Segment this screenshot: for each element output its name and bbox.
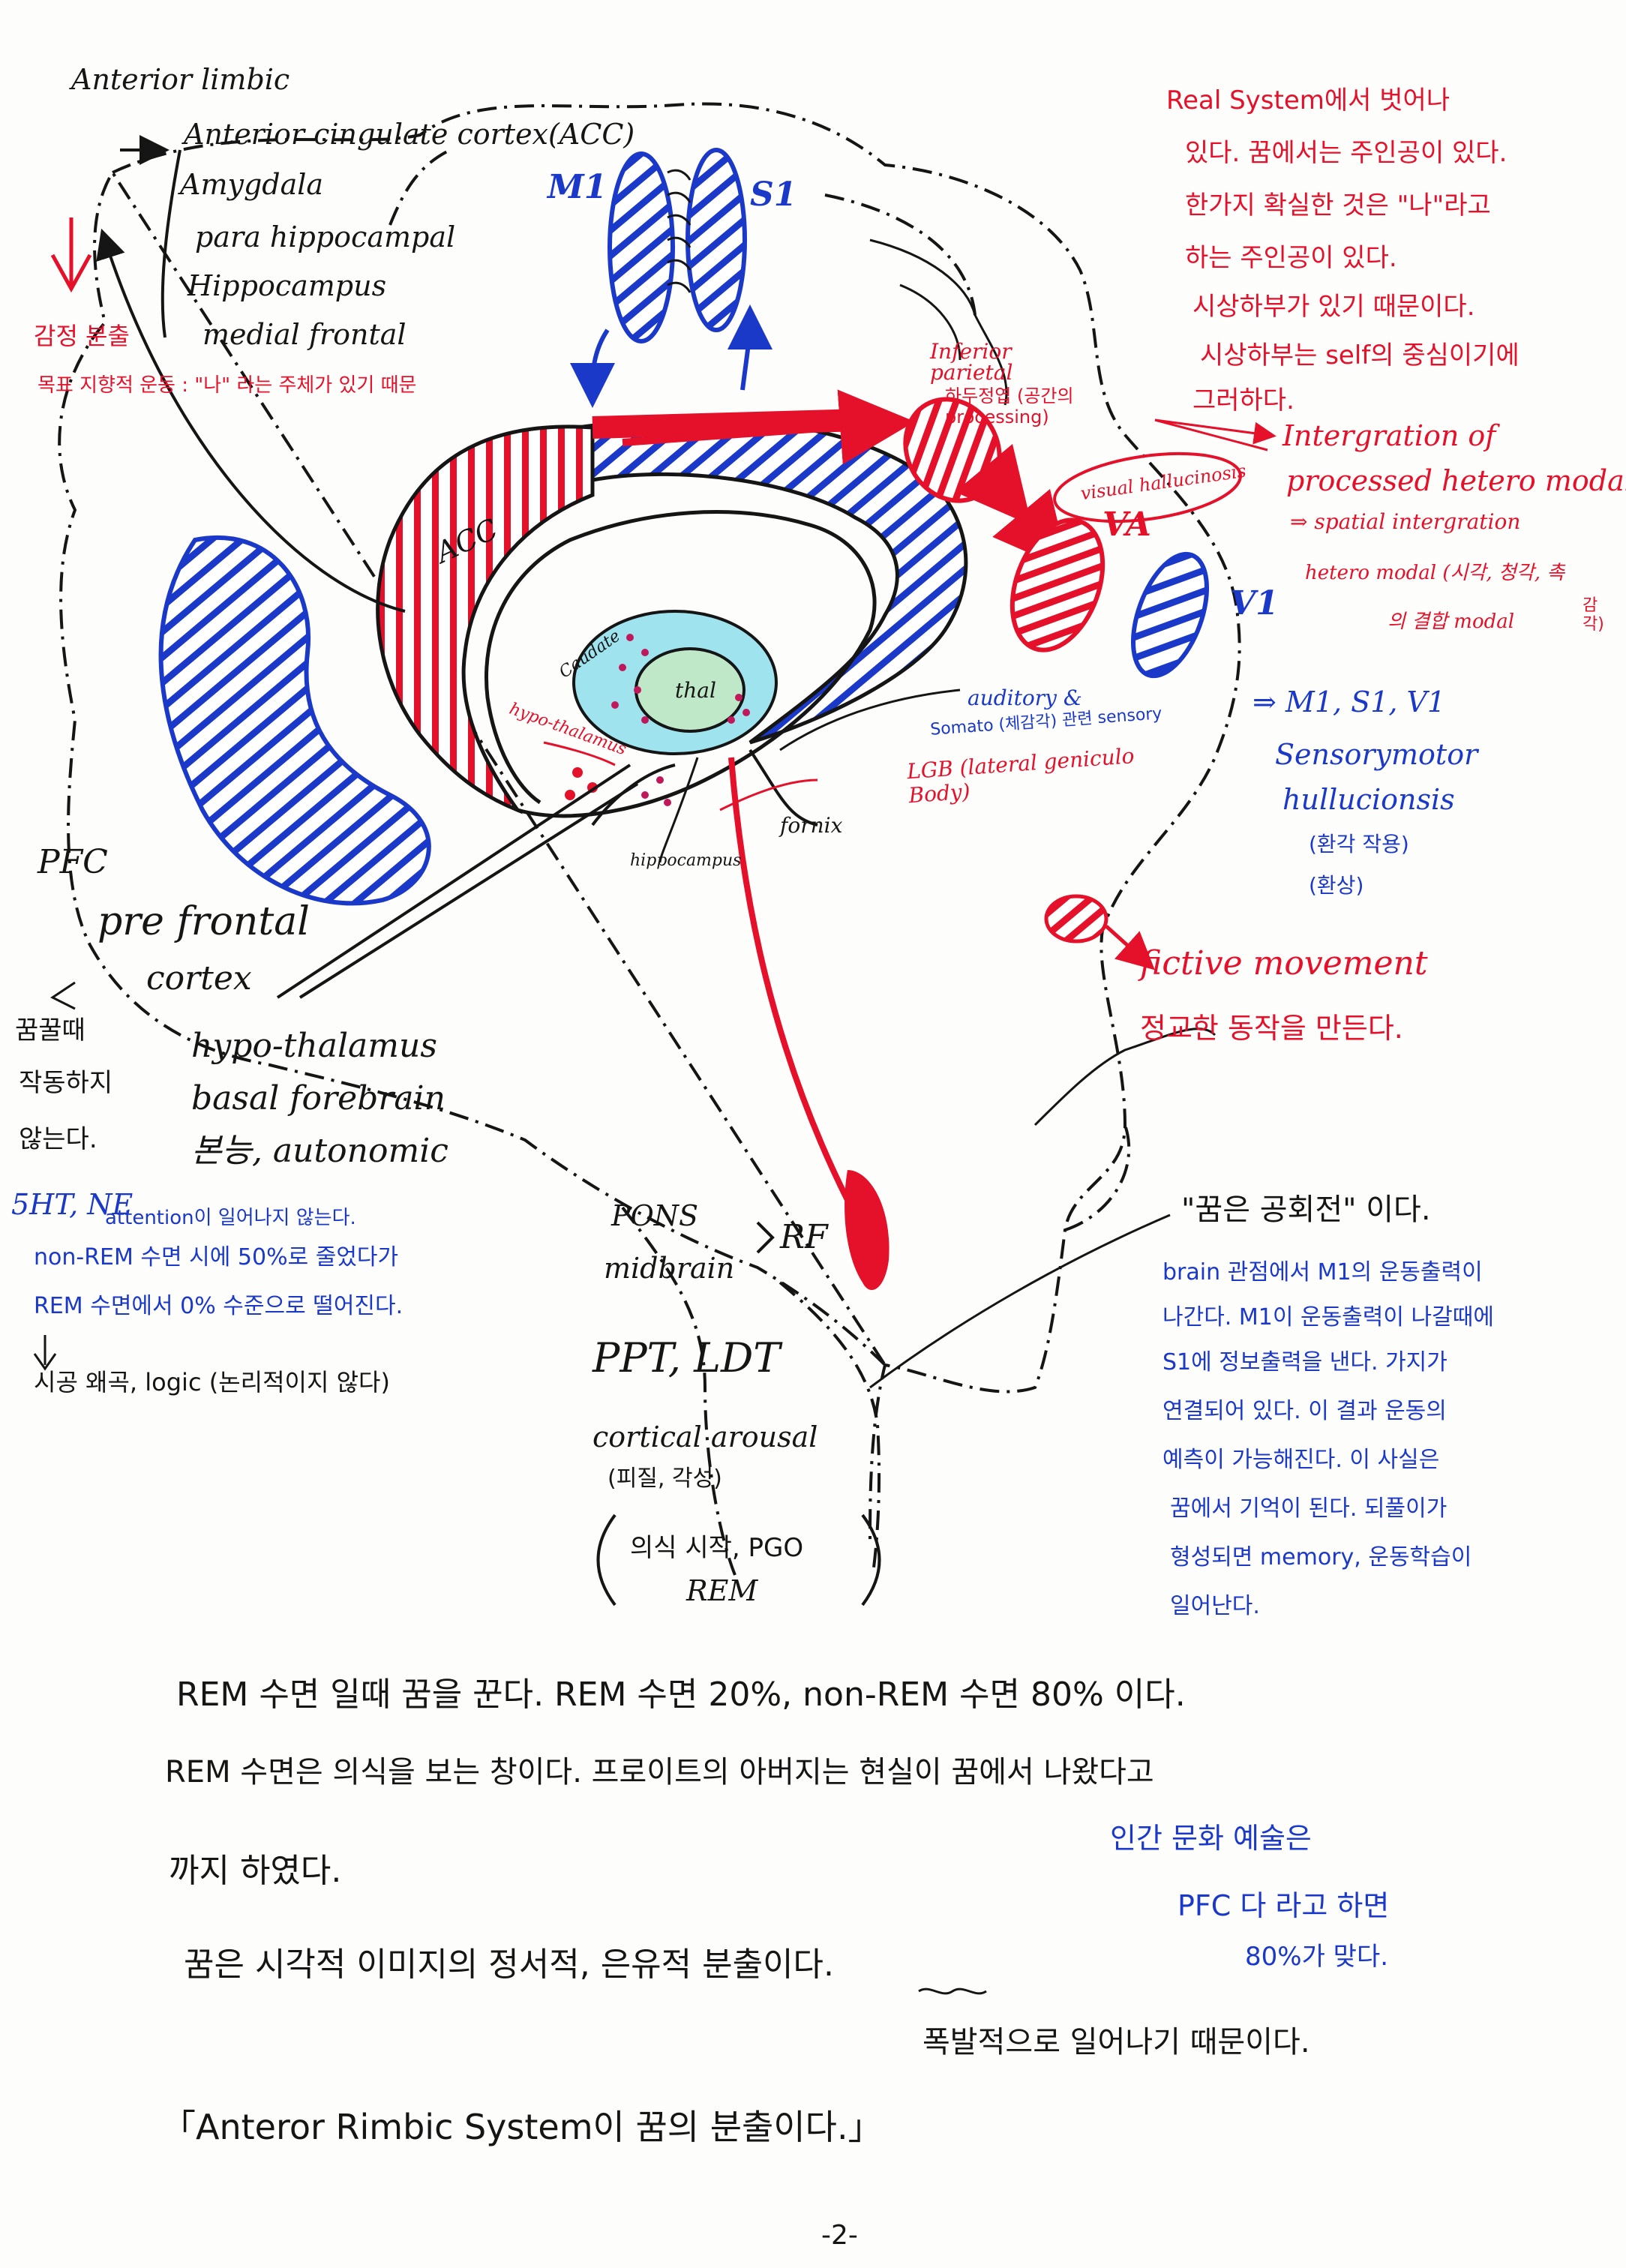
- va-region: [1010, 518, 1106, 652]
- m1-label: M1: [548, 168, 608, 206]
- note-line: 있다. 꿈에서는 주인공이 있다.: [1185, 138, 1508, 168]
- bottom-line-5: 폭발적으로 일어나기 때문이다.: [922, 2025, 1310, 2060]
- down-red-arrow: [50, 218, 92, 293]
- pfc-note: 않는다.: [19, 1124, 98, 1154]
- fictive-ellipse: [1044, 894, 1108, 944]
- note-line: 꿈에서 기억이 된다. 되풀이가: [1170, 1496, 1448, 1522]
- note-line: 그러하다.: [1192, 386, 1294, 416]
- pons-label: PONS: [611, 1199, 699, 1232]
- s1-strip: [686, 148, 747, 332]
- integration-line-4: hetero modal (시각, 청각, 촉: [1305, 562, 1565, 584]
- fornix-label: fornix: [780, 813, 843, 838]
- m1-arrow: [570, 328, 616, 408]
- brain-outline: [58, 102, 1241, 1546]
- hypothalamus-label: hypo-thalamus: [191, 1027, 437, 1065]
- m1-strip: [608, 152, 675, 344]
- note-line: 형성되면 memory, 운동학습이: [1170, 1544, 1472, 1570]
- integration-tail: 감각): [1582, 596, 1604, 634]
- pfc-note: 꿈꿀때: [15, 1016, 86, 1046]
- culture-note-1: 인간 문화 예술은: [1110, 1822, 1312, 1855]
- limbic-bracket: [160, 149, 182, 338]
- note-line: 예측이 가능해진다. 이 사실은: [1162, 1447, 1440, 1473]
- cerebellum-outline: [1064, 1124, 1131, 1232]
- note-line: 일어난다.: [1170, 1593, 1260, 1619]
- rem-label: REM: [686, 1574, 758, 1607]
- pfc-abbr: PFC: [38, 843, 108, 881]
- note-line: 연결되어 있다. 이 결과 운동의: [1162, 1398, 1447, 1424]
- limbic-item: medial frontal: [202, 318, 406, 351]
- acc-to-parietal-arrow: [622, 389, 915, 465]
- ppt-ldt-label: PPT, LDT: [592, 1334, 781, 1382]
- thal-label: thal: [675, 678, 716, 703]
- fictive-movement-note: 정교한 동작을 만든다.: [1140, 1012, 1403, 1045]
- rf-label: RF: [780, 1218, 828, 1256]
- limbic-item: para hippocampal: [195, 220, 456, 254]
- rf-pathway: [728, 757, 850, 1202]
- note-line: 나간다. M1이 운동출력이 나갈때에: [1162, 1304, 1494, 1330]
- pgo-label: 의식 시작, PGO: [630, 1533, 804, 1563]
- bottom-line-4: 꿈은 시각적 이미지의 정서적, 은유적 분출이다.: [184, 1946, 835, 1984]
- sensory-line-1: ⇒ M1, S1, V1: [1252, 686, 1446, 718]
- integration-line-5: 의 결합 modal: [1388, 610, 1515, 633]
- pfc-region: [158, 535, 431, 906]
- serotonin-title: 5HT, NE: [11, 1188, 134, 1221]
- serotonin-note-3: REM 수면에서 0% 수준으로 떨어진다.: [34, 1293, 404, 1319]
- visual-hallucination-outline: [1053, 452, 1242, 524]
- hippocampus-small-label: hippocampus: [630, 851, 742, 870]
- closing-quote: 「Anteror Rimbic System이 꿈의 분출이다.」: [161, 2107, 883, 2147]
- inferior-parietal-kr: 하두정엽 (공간의 processing): [945, 386, 1074, 428]
- serotonin-note-1: attention이 일어나지 않는다.: [105, 1207, 356, 1229]
- acc-red-band: [376, 424, 595, 814]
- s1-label: S1: [750, 176, 797, 214]
- limbic-item: Amygdala: [180, 168, 324, 201]
- v1-region: [1130, 551, 1210, 679]
- prefrontal-label: pre frontal: [98, 899, 310, 944]
- sensory-line-3: hullucionsis: [1282, 783, 1455, 816]
- serotonin-note-2: non-REM 수면 시에 50%로 줄었다가: [34, 1244, 399, 1270]
- emotion-label: 감정 분출: [34, 322, 130, 350]
- note-line: 시상하부가 있기 때문이다.: [1192, 292, 1475, 322]
- note-line: brain 관점에서 M1의 운동출력이: [1162, 1259, 1483, 1286]
- rf-nucleus: [844, 1170, 890, 1290]
- note-line: Real System에서 벗어나: [1166, 86, 1450, 116]
- goal-directed-note: 목표 지향적 운동 : "나" 라는 주체가 있기 때문: [38, 374, 417, 397]
- limbic-item: Anterior cingulate cortex(ACC): [184, 118, 635, 151]
- arousal-kr-label: (피질, 각성): [608, 1466, 722, 1492]
- v1-label: V1: [1230, 584, 1279, 622]
- pfc-note: 작동하지: [19, 1068, 113, 1098]
- sensory-line-5: (환상): [1309, 873, 1364, 898]
- integration-line-1: Intergration of: [1282, 419, 1496, 452]
- autonomic-label: 본능, autonomic: [191, 1132, 448, 1170]
- serotonin-note-4: 시공 왜곡, logic (논리적이지 않다): [34, 1368, 390, 1396]
- va-label: VA: [1102, 506, 1151, 544]
- page-number: -2-: [821, 2220, 858, 2251]
- note-line: S1에 정보출력을 낸다. 가지가: [1162, 1349, 1448, 1376]
- cortical-arousal-label: cortical arousal: [592, 1420, 818, 1454]
- brainstem-outline: [621, 1206, 881, 1576]
- sensory-line-2: Sensorymotor: [1275, 738, 1478, 771]
- integration-line-3: ⇒ spatial intergration: [1290, 509, 1521, 534]
- midbrain-label: midbrain: [604, 1252, 735, 1285]
- s1-arrow: [727, 304, 772, 391]
- anterior-limbic-heading: Anterior limbic: [71, 63, 290, 96]
- bottom-line-3: 까지 하였다.: [169, 1852, 342, 1890]
- culture-note-2: PFC 다 라고 하면: [1178, 1889, 1390, 1922]
- note-line: 하는 주인공이 있다.: [1185, 243, 1397, 273]
- sensory-line-4: (환각 작용): [1309, 832, 1409, 856]
- fictive-movement-label: fictive movement: [1140, 944, 1428, 982]
- limbic-item: Hippocampus: [188, 269, 387, 302]
- cortex-label: cortex: [146, 959, 252, 998]
- dream-note-title: "꿈은 공회전" 이다.: [1181, 1192, 1431, 1227]
- auditory-label: auditory &: [968, 686, 1082, 710]
- bottom-line-2: REM 수면은 의식을 보는 창이다. 프로이트의 아버지는 현실이 꿈에서 나…: [165, 1755, 1154, 1790]
- basal-forebrain-label: basal forebrain: [191, 1079, 446, 1118]
- integration-line-2: processed hetero modal: [1286, 464, 1626, 497]
- note-line: 한가지 확실한 것은 "나"라고: [1185, 190, 1491, 220]
- culture-note-3: 80%가 맞다.: [1245, 1942, 1389, 1972]
- bottom-line-1: REM 수면 일때 꿈을 꾼다. REM 수면 20%, non-REM 수면 …: [176, 1676, 1186, 1714]
- inferior-parietal-label: Inferior parietal: [930, 339, 1013, 385]
- note-line: 시상하부는 self의 중심이기에: [1200, 340, 1520, 370]
